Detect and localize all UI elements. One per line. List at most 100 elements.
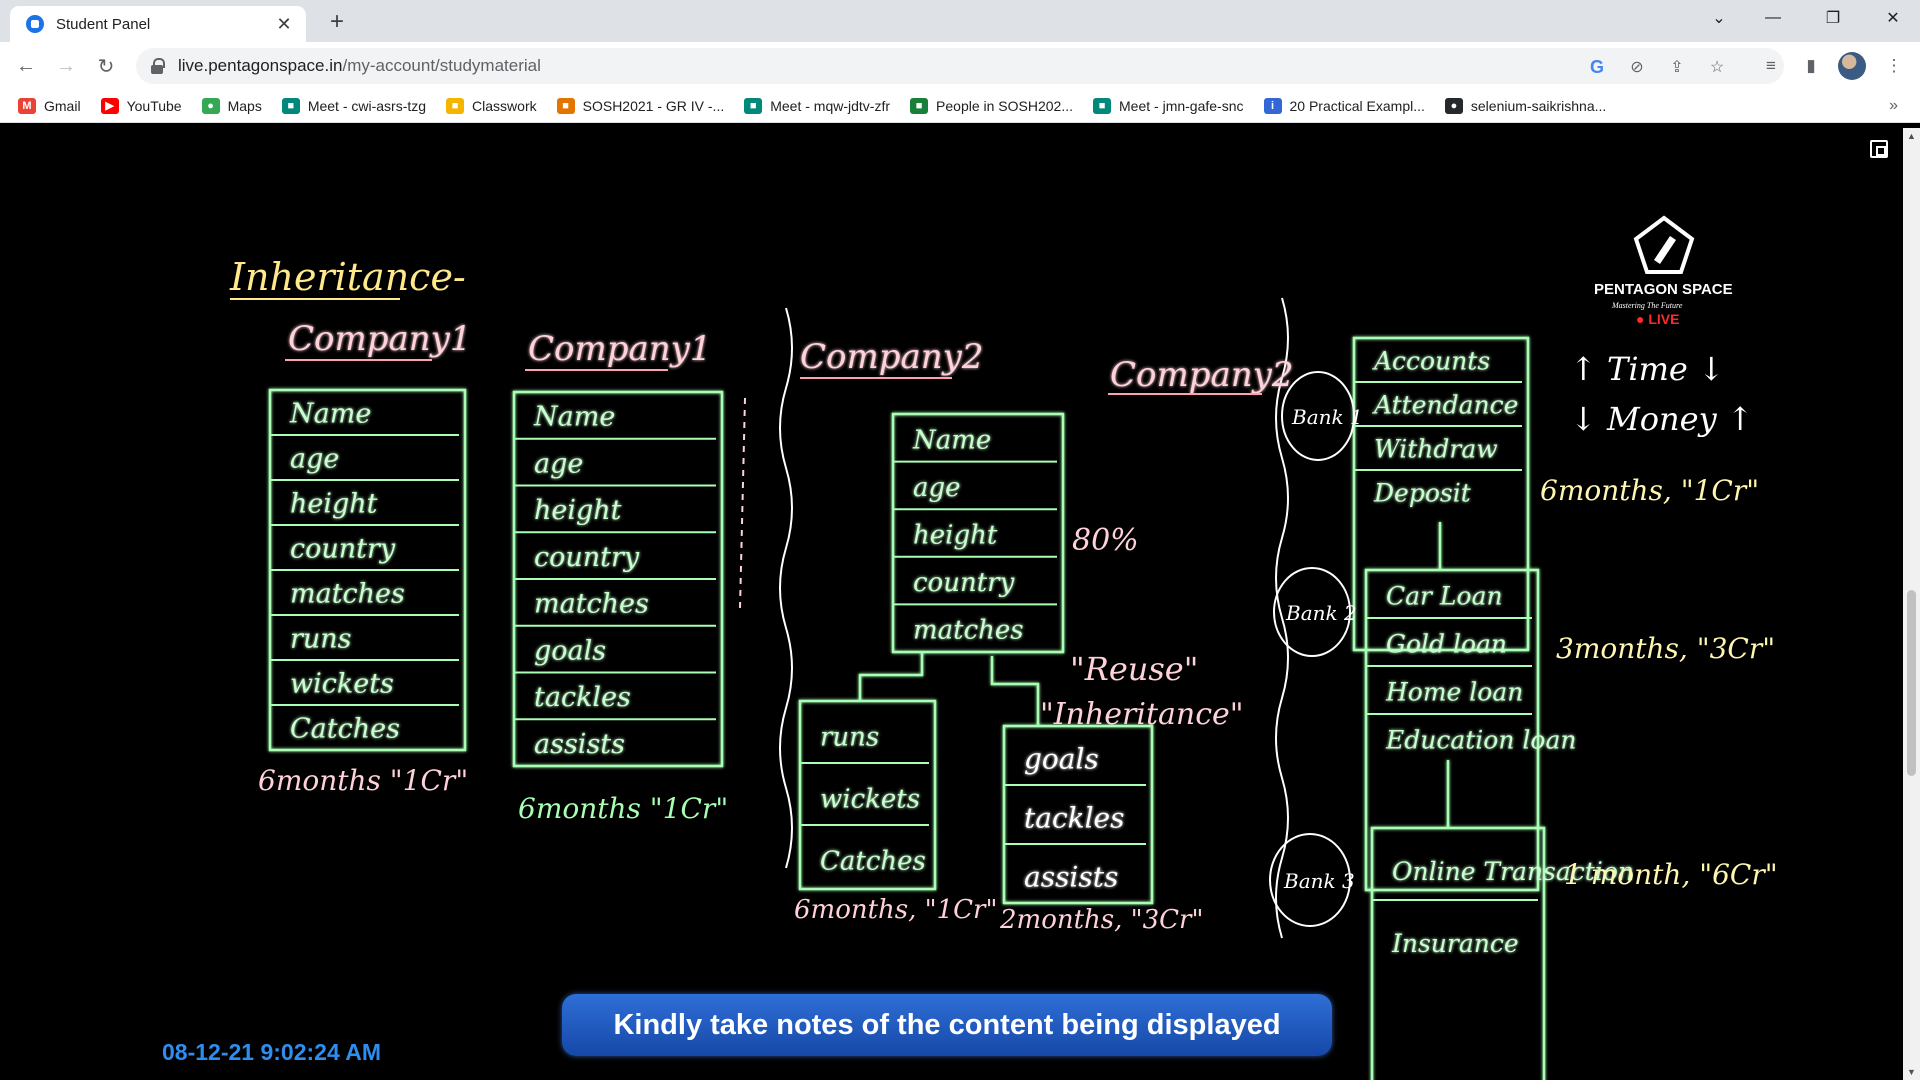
col3-inherit: "Inheritance": [1040, 697, 1244, 732]
pentagon-space-logo: PENTAGON SPACE Mastering The Future ● LI…: [1594, 215, 1733, 327]
lock-icon[interactable]: [150, 58, 165, 74]
bookmark-label: Classwork: [472, 97, 537, 114]
col3-base-cell: Name: [912, 425, 991, 455]
col2-rows-cell: goals: [534, 635, 606, 666]
url-path: /my-account/studymaterial: [342, 56, 541, 75]
bookmark-3[interactable]: ■Meet - cwi-asrs-tzg: [281, 97, 426, 114]
restore-button[interactable]: ❐: [1825, 10, 1841, 27]
logo-tagline: Mastering The Future: [1611, 301, 1683, 310]
col2-rows-cell: country: [534, 542, 640, 573]
col3-title: Company2: [800, 337, 984, 377]
bookmark-label: Meet - mqw-jdtv-zfr: [770, 97, 891, 114]
bank2-label: Bank 2: [1285, 601, 1357, 625]
col1-note: 6months "1Cr": [258, 764, 468, 797]
side-panel-icon[interactable]: ▮: [1806, 56, 1816, 75]
bookmark-7[interactable]: ■People in SOSH202...: [910, 97, 1073, 114]
col4-mid-cell: Home loan: [1385, 678, 1523, 707]
col1-rows-cell: matches: [290, 578, 405, 609]
col1-rows-cell: age: [290, 443, 339, 474]
col2-note: 6months "1Cr": [518, 792, 728, 825]
col1-rows-cell: height: [290, 488, 378, 519]
bookmark-label: 20 Practical Exampl...: [1289, 97, 1425, 114]
url-host: live.pentagonspace.in: [178, 56, 343, 75]
tab-close-icon[interactable]: ✕: [276, 13, 292, 34]
col3-right-note: 2months, "3Cr": [999, 905, 1203, 935]
col4-title: Company2: [1110, 355, 1294, 395]
meet-icon: ■: [744, 97, 763, 114]
profile-avatar[interactable]: [1838, 52, 1866, 80]
scroll-up-arrow-icon[interactable]: ▲: [1907, 131, 1916, 141]
bookmark-label: Maps: [227, 97, 262, 114]
back-button[interactable]: ←: [16, 54, 36, 77]
col3-reuse: "Reuse": [1070, 650, 1198, 688]
col3-left-cell: runs: [820, 723, 879, 753]
google-lens-icon[interactable]: G: [1589, 56, 1604, 77]
tab-title: Student Panel: [56, 15, 151, 33]
bookmark-10[interactable]: ●selenium-saikrishna...: [1444, 97, 1606, 114]
meet-icon: ■: [281, 97, 300, 114]
col2-rows-cell: age: [534, 448, 583, 479]
col1-rows-cell: runs: [290, 623, 352, 654]
col4-top-cell: Withdraw: [1374, 435, 1498, 464]
maps-icon: ●: [201, 97, 220, 114]
col1-rows-cell: Name: [289, 398, 371, 429]
col3-base-cell: age: [913, 473, 961, 503]
share-icon[interactable]: ⇪: [1670, 59, 1684, 76]
bank3-label: Bank 3: [1283, 869, 1355, 893]
forward-button[interactable]: →: [56, 54, 76, 77]
bookmark-star-icon[interactable]: ☆: [1709, 59, 1725, 76]
classroom-icon: ■: [446, 97, 465, 114]
minimize-button[interactable]: —: [1765, 9, 1781, 26]
bookmark-2[interactable]: ● Maps: [201, 97, 262, 114]
classroom-icon: ■: [556, 97, 575, 114]
tab-search-chevron-down-icon[interactable]: ⌄: [1712, 10, 1726, 27]
col3-right-cell: tackles: [1024, 801, 1125, 834]
col2-rows-cell: assists: [534, 729, 625, 760]
col3-left-cell: wickets: [820, 785, 920, 815]
scroll-down-arrow-icon[interactable]: ▼: [1907, 1067, 1916, 1077]
gmail-icon: M: [18, 97, 36, 114]
bookmark-label: Meet - jmn-gafe-snc: [1119, 97, 1244, 114]
divider-2: [1275, 297, 1289, 939]
reload-button[interactable]: ↻: [97, 55, 115, 78]
youtube-icon: ▶: [100, 97, 119, 114]
tab-student-panel[interactable]: Student Panel ✕: [10, 6, 306, 42]
address-bar[interactable]: live.pentagonspace.in/my-account/studyma…: [136, 48, 1784, 84]
more-bookmarks-icon[interactable]: »: [1889, 97, 1898, 114]
fullscreen-exit-icon[interactable]: [1870, 140, 1888, 158]
whiteboard-drawing: Inheritance- Company1 Nameageheightcount…: [229, 215, 1778, 1080]
bookmark-label: YouTube: [126, 97, 182, 114]
col4-top-cell: Attendance: [1372, 391, 1518, 420]
col4-note3: 1 month, "6Cr": [1564, 858, 1778, 891]
bookmark-1[interactable]: ▶ YouTube: [100, 97, 182, 114]
bookmark-8[interactable]: ■Meet - jmn-gafe-snc: [1093, 97, 1244, 114]
col4-top-cell: Accounts: [1372, 347, 1490, 376]
time-label: ↑ Time ↓: [1570, 350, 1725, 388]
window-close-button[interactable]: ✕: [1886, 10, 1900, 27]
browser-toolbar: ← → ↻ live.pentagonspace.in/my-account/s…: [0, 42, 1920, 89]
col4-note2: 3months, "3Cr": [1556, 632, 1775, 665]
col3-base-cell: height: [913, 520, 998, 550]
bookmark-4[interactable]: ■ Classwork: [446, 97, 537, 114]
reading-list-icon[interactable]: ≡: [1766, 56, 1776, 75]
divider-1: [779, 307, 793, 869]
bookmark-label: SOSH2021 - GR IV -...: [582, 97, 725, 114]
classroom-icon: ■: [910, 97, 929, 114]
col1-title: Company1: [288, 319, 472, 359]
col1-rows-cell: wickets: [290, 668, 394, 699]
bookmark-6[interactable]: ■ Meet - mqw-jdtv-zfr: [744, 97, 891, 114]
col2-rows-cell: matches: [534, 589, 649, 620]
new-tab-button[interactable]: +: [329, 8, 344, 35]
col3-right-cell: goals: [1024, 742, 1099, 775]
scroll-thumb[interactable]: [1907, 590, 1916, 776]
menu-kebab-icon[interactable]: ⋮: [1885, 56, 1903, 75]
page-scrollbar[interactable]: ▲ ▼: [1903, 128, 1920, 1080]
col4-bot-cell: Insurance: [1391, 929, 1519, 958]
bookmark-5[interactable]: ■ SOSH2021 - GR IV -...: [556, 97, 725, 114]
github-icon: ●: [1444, 97, 1463, 114]
eye-off-icon[interactable]: ⊘: [1630, 59, 1644, 76]
col4-note1: 6months, "1Cr": [1540, 474, 1759, 507]
